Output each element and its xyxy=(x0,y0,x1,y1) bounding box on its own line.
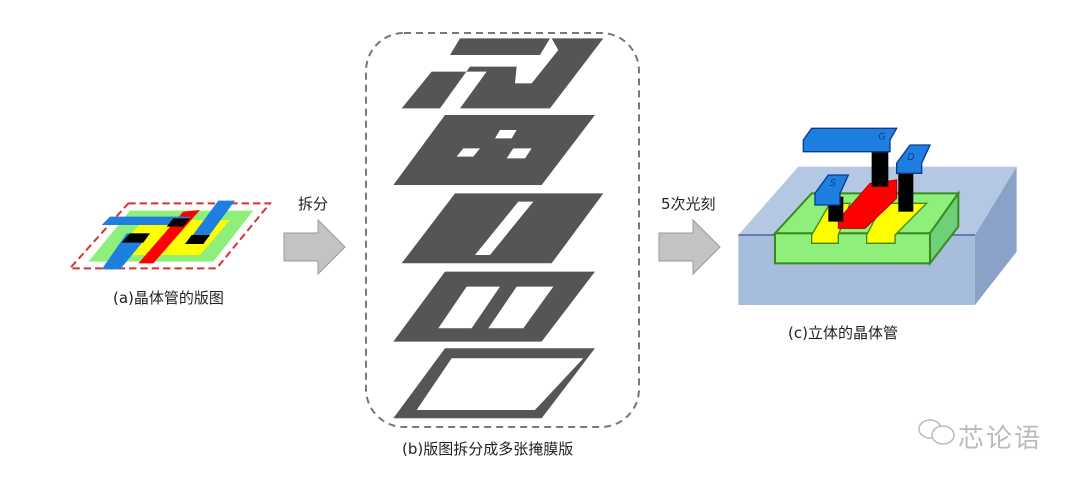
gate-metal xyxy=(802,127,898,153)
transistor-3d: G S D xyxy=(738,127,1017,305)
mask-1 xyxy=(401,38,604,109)
mask-4 xyxy=(393,271,595,342)
arrow-lithography xyxy=(658,218,721,276)
drain-label: D xyxy=(907,152,914,163)
metal-right xyxy=(186,200,235,244)
caption-a: (a)晶体管的版图 xyxy=(113,289,224,307)
mask-group-border xyxy=(365,32,640,428)
wechat-icon xyxy=(918,419,955,445)
substrate-right xyxy=(974,166,1017,305)
contact xyxy=(121,233,150,243)
drain-contact xyxy=(898,173,914,212)
source-metal xyxy=(814,174,850,206)
mask-5 xyxy=(393,348,595,419)
gate-contact xyxy=(871,149,889,187)
mask-2 xyxy=(393,114,595,185)
caption-c: (c)立体的晶体管 xyxy=(788,324,898,342)
gate-label: G xyxy=(878,131,885,142)
contact xyxy=(166,218,190,227)
drain-metal xyxy=(895,144,932,174)
mask-3 xyxy=(401,193,604,264)
transistor-layout xyxy=(67,200,273,270)
caption-b: (b)版图拆分成多张掩膜版 xyxy=(402,440,574,458)
gate-poly xyxy=(837,179,898,229)
arrow-split xyxy=(283,218,346,276)
metal-top xyxy=(101,216,190,225)
contact xyxy=(184,234,210,244)
lithography-label: 5次光刻 xyxy=(661,195,716,213)
well-front xyxy=(773,232,931,265)
watermark: 芯论语 xyxy=(958,424,1043,454)
source-label: S xyxy=(830,178,836,189)
split-label: 拆分 xyxy=(298,195,329,213)
